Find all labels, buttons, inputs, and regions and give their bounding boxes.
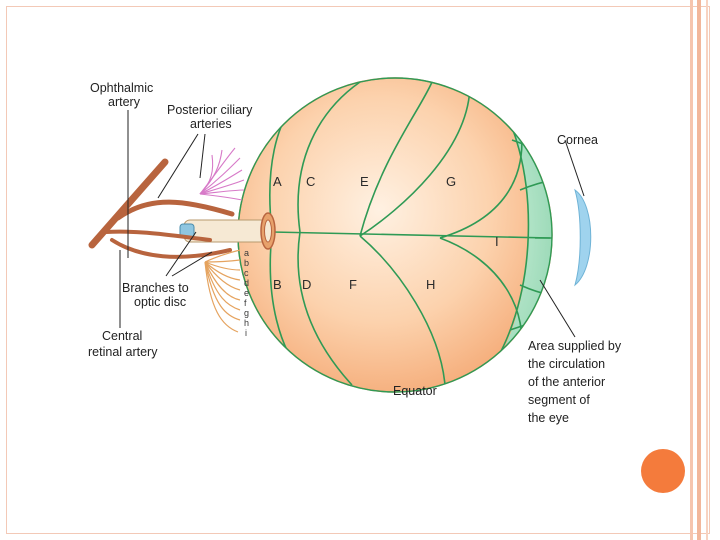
callout-labels: Ophthalmic artery Posterior ciliary arte… <box>88 81 622 425</box>
branch-letter: i <box>245 328 247 338</box>
branch-letter: e <box>244 288 249 298</box>
zone-d: D <box>302 277 311 292</box>
label-branches-optic-disc: optic disc <box>134 295 186 309</box>
posterior-ciliary-fan-lower <box>204 249 241 333</box>
zone-g: G <box>446 174 456 189</box>
zone-h: H <box>426 277 435 292</box>
zone-f: F <box>349 277 357 292</box>
label-cornea: Cornea <box>557 133 598 147</box>
label-anterior-area: Area supplied by <box>528 339 622 353</box>
zone-e: E <box>360 174 369 189</box>
branch-letters: a b c d e f g h i <box>244 248 249 338</box>
label-anterior-area: the eye <box>528 411 569 425</box>
label-anterior-area: segment of <box>528 393 590 407</box>
branch-letter: c <box>244 268 249 278</box>
vessel-h <box>359 235 446 386</box>
slide-rail-decoration <box>690 0 693 540</box>
globe-anterior-segment <box>470 78 552 392</box>
posterior-ciliary-fan-upper <box>199 147 245 201</box>
label-ophthalmic: artery <box>108 95 141 109</box>
zone-b: B <box>273 277 282 292</box>
label-posterior-ciliary: Posterior ciliary <box>167 103 253 117</box>
area-leader <box>539 279 576 338</box>
label-ophthalmic: Ophthalmic <box>90 81 153 95</box>
label-equator: Equator <box>393 384 437 398</box>
label-central-retinal: retinal artery <box>88 345 158 359</box>
anterior-vessel-1 <box>519 178 552 191</box>
central-artery-branch <box>104 229 212 242</box>
horizontal-vessel <box>271 231 551 239</box>
leader-lines <box>119 110 585 338</box>
branch-letter: a <box>244 248 249 258</box>
vessel-e <box>359 83 471 237</box>
branches-leader-1 <box>165 231 197 277</box>
anterior-vessel-2 <box>519 284 552 297</box>
vessel-c <box>297 81 361 233</box>
optic-disc-center <box>264 219 272 243</box>
cornea-leader <box>564 139 585 197</box>
zone-c: C <box>306 174 315 189</box>
vessel-d <box>297 231 353 386</box>
slide-bullet-dot <box>641 449 685 493</box>
branch-letter: f <box>244 298 247 308</box>
branches-leader-2 <box>171 251 213 277</box>
label-anterior-area: the circulation <box>528 357 605 371</box>
branch-letter: b <box>244 258 249 268</box>
slide-rail-decoration <box>697 0 701 540</box>
vessel-e2 <box>359 81 433 237</box>
zone-a: A <box>273 174 282 189</box>
branch-letter: g <box>244 308 249 318</box>
posterior-leader-2 <box>199 133 206 179</box>
branch-letter: d <box>244 278 249 288</box>
label-branches-optic-disc: Branches to <box>122 281 189 295</box>
label-central-retinal: Central <box>102 329 142 343</box>
posterior-leader-1 <box>157 133 199 199</box>
upper-ciliary-branch <box>115 199 235 221</box>
zone-labels: A B C D E F G H I <box>273 174 499 292</box>
label-anterior-area: of the anterior <box>528 375 605 389</box>
slide-rail-decoration <box>706 0 708 540</box>
cornea-shape <box>574 188 592 287</box>
zone-i: I <box>495 234 499 249</box>
label-posterior-ciliary: arteries <box>190 117 232 131</box>
branch-letter: h <box>244 318 249 328</box>
lower-ciliary-branch <box>110 238 232 259</box>
